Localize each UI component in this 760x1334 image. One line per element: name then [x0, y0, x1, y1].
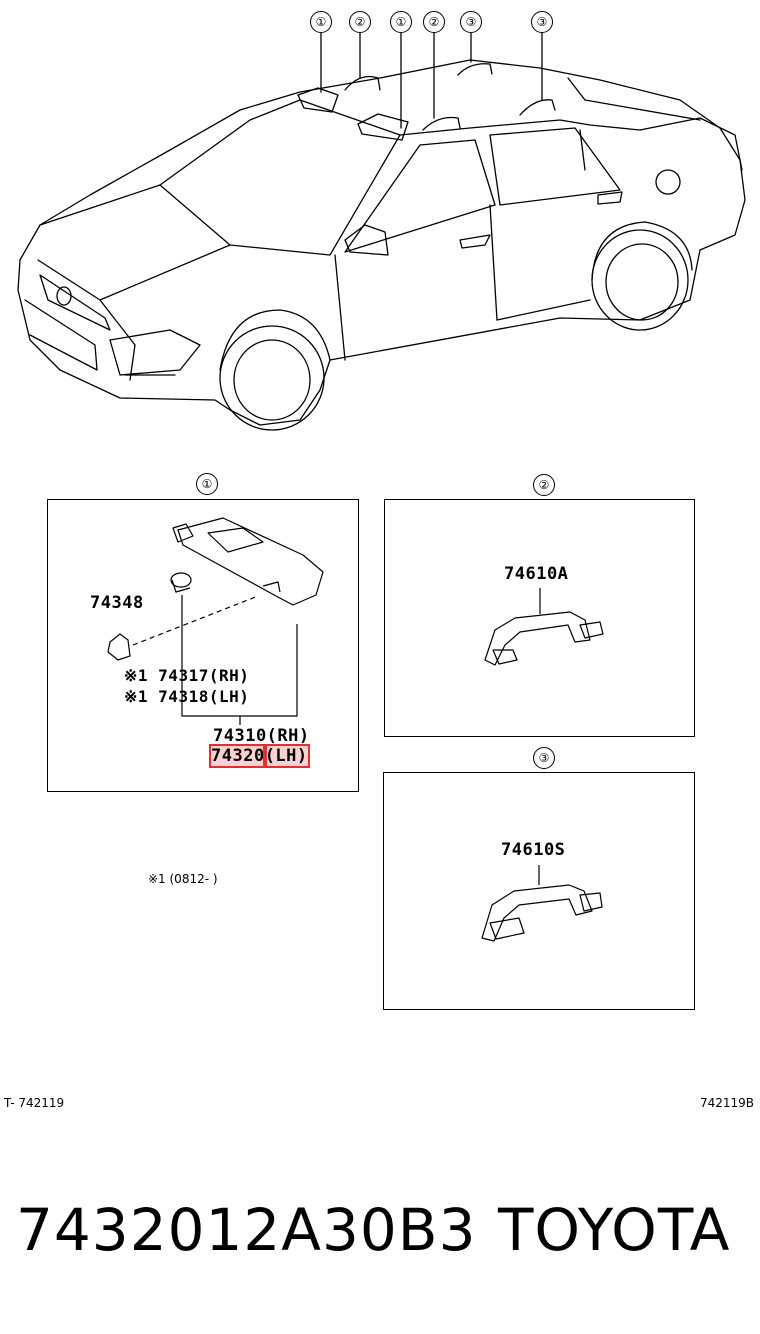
part-74310-label: 74310(RH) [213, 726, 310, 746]
part-74320-number: 74320 [209, 744, 267, 768]
callout-grip-3: ③ [460, 11, 482, 33]
part-74348-label: 74348 [90, 593, 144, 613]
part-74610a-label: 74610A [504, 564, 569, 584]
grip-s-drawing [481, 865, 603, 942]
sun-visor-panel: 74348 ※1 74317(RH) ※1 74318(LH) 74310(RH… [47, 499, 359, 792]
footnote: ※1 (0812- ) [148, 872, 218, 886]
diagram-code-right: 742119B [700, 1096, 755, 1110]
diagram-code-left: T- 742119 [4, 1096, 65, 1110]
callout-box2: ② [533, 474, 555, 496]
grip-a-panel: 74610A [384, 499, 695, 737]
part-74317-label: ※1 74317(RH) [124, 666, 250, 685]
brand-title: TOYOTA [498, 1196, 731, 1264]
grip-s-panel: 74610S [383, 772, 695, 1010]
callout-box3: ③ [533, 747, 555, 769]
car-illustration [17, 31, 746, 431]
callout-grip-3b: ③ [531, 11, 553, 33]
callout-box1: ① [196, 473, 218, 495]
sun-visor-drawing [107, 517, 324, 725]
part-74320-side: (LH) [262, 744, 310, 768]
part-74318-label: ※1 74318(LH) [124, 687, 250, 706]
part-74320-label: 74320(LH) [209, 744, 310, 768]
part-number-title: 7432012A30B3 [16, 1196, 477, 1264]
grip-a-drawing [484, 588, 604, 666]
callout-grip-2b: ② [423, 11, 445, 33]
callout-grip-2: ② [349, 11, 371, 33]
callout-visor-1: ① [310, 11, 332, 33]
callout-visor-1b: ① [390, 11, 412, 33]
part-74610s-label: 74610S [501, 840, 566, 860]
